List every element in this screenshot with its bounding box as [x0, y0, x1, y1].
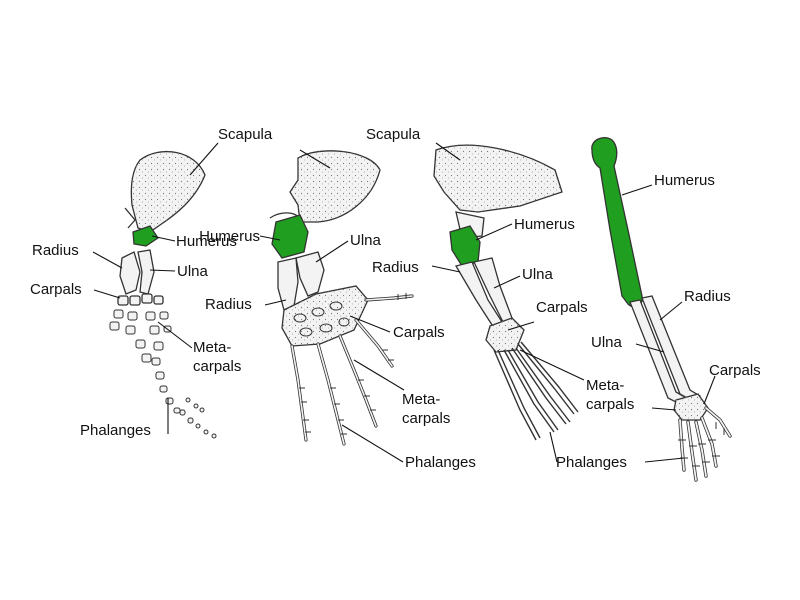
limb-1-humerus-label: Humerus	[176, 233, 237, 250]
limb-2-radius	[277, 257, 299, 311]
limb-1-carpals-label: Carpals	[30, 281, 82, 298]
limb-1-phalanges-label: Phalanges	[80, 422, 151, 439]
limb-2-humerus	[271, 214, 309, 259]
limb-3-humerus-label: Humerus	[514, 216, 575, 233]
limb-1-bones	[109, 150, 217, 439]
limb-4-bones	[591, 136, 732, 482]
limb-4-fingers-fill	[679, 407, 731, 481]
limb-2-bones	[269, 150, 414, 446]
limb-3-carpals-label: Carpals	[536, 299, 588, 316]
limb-1-radius	[119, 251, 141, 295]
limb-2-metacarpals-label: Meta- carpals	[402, 391, 451, 427]
leader-lines	[92, 142, 716, 463]
limb-4-carpals-label: Carpals	[709, 362, 761, 379]
limb-2-radius-label: Radius	[205, 296, 252, 313]
limb-1-humerus	[132, 225, 159, 247]
limb-3-phalanges-label: Phalanges	[556, 454, 627, 471]
limb-1-scapula-label: Scapula	[218, 126, 273, 143]
limb-4-radius-label: Radius	[684, 288, 731, 305]
limb-2-humerus-label: Humerus	[199, 228, 260, 245]
limb-3-scapula-label: Scapula	[366, 126, 421, 143]
limb-2-phalanges-label: Phalanges	[405, 454, 476, 471]
limb-2-ulna	[295, 251, 325, 297]
limb-1-carpals	[117, 293, 164, 306]
limb-4-ulna-label: Ulna	[591, 334, 622, 351]
limb-2-ulna-label: Ulna	[350, 232, 381, 249]
limb-2-digits-fill	[291, 295, 413, 445]
limb-4-humerus-label: Humerus	[654, 172, 715, 189]
limb-1-radius-label: Radius	[32, 242, 79, 259]
limb-1-metacarpals-label: Meta- carpals	[193, 339, 242, 375]
limb-4-humerus	[591, 136, 643, 308]
limb-3-digits	[493, 341, 579, 441]
limb-2-carpals-label: Carpals	[393, 324, 445, 341]
limb-3-ulna-label: Ulna	[522, 266, 553, 283]
limb-1-metacarpals-phalanges	[109, 309, 217, 439]
limb-3-radius-label: Radius	[372, 259, 419, 276]
limb-3-bones	[433, 144, 579, 441]
limb-3-metacarpals-label: Meta- carpals	[586, 377, 635, 413]
limb-1-ulna-label: Ulna	[177, 263, 208, 280]
